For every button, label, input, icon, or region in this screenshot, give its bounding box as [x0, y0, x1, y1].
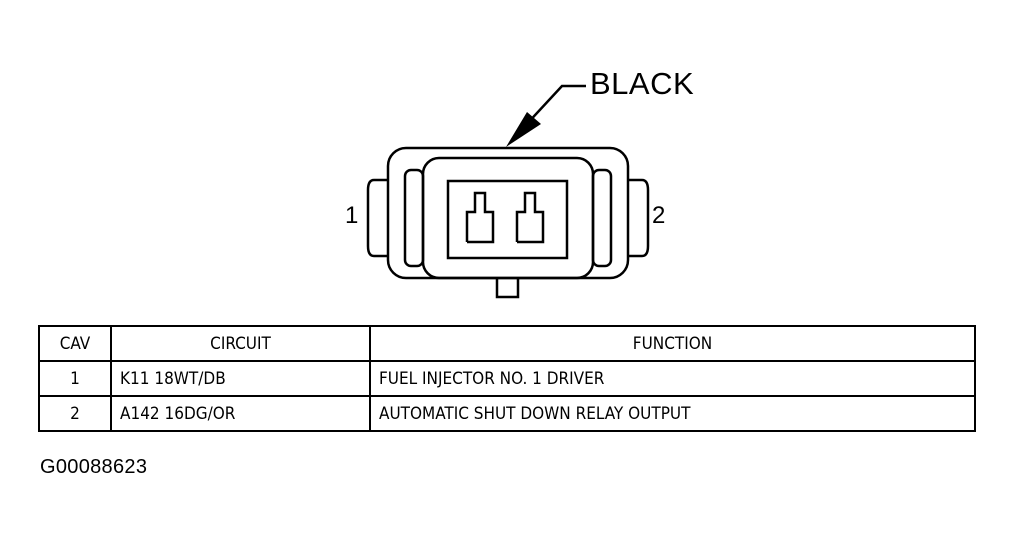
cell-circuit: A142 16DG/OR	[110, 395, 371, 432]
callout-arrowhead	[506, 112, 541, 147]
connector-housing	[366, 146, 650, 299]
cell-cav: 2	[38, 395, 112, 432]
connector-color-label: BLACK	[590, 66, 695, 101]
cell-function: FUEL INJECTOR NO. 1 DRIVER	[369, 360, 976, 397]
header-function: FUNCTION	[369, 325, 976, 362]
table-row: 1 K11 18WT/DB FUEL INJECTOR NO. 1 DRIVER	[38, 360, 976, 397]
cell-function: AUTOMATIC SHUT DOWN RELAY OUTPUT	[369, 395, 976, 432]
pin-label-2: 2	[652, 202, 666, 229]
pin-label-1: 1	[345, 202, 359, 229]
table-row: 2 A142 16DG/OR AUTOMATIC SHUT DOWN RELAY…	[38, 395, 976, 432]
connector-diagram	[366, 84, 650, 299]
terminal-cavity-2	[515, 191, 545, 244]
table-header-row: CAV CIRCUIT FUNCTION	[38, 325, 976, 362]
cell-circuit: K11 18WT/DB	[110, 360, 371, 397]
header-circuit: CIRCUIT	[110, 325, 371, 362]
terminal-cavity-1	[465, 191, 495, 244]
cell-cav: 1	[38, 360, 112, 397]
header-cav: CAV	[38, 325, 112, 362]
pinout-table: CAV CIRCUIT FUNCTION 1 K11 18WT/DB FUEL …	[38, 325, 976, 432]
figure-id: G00088623	[40, 456, 148, 478]
